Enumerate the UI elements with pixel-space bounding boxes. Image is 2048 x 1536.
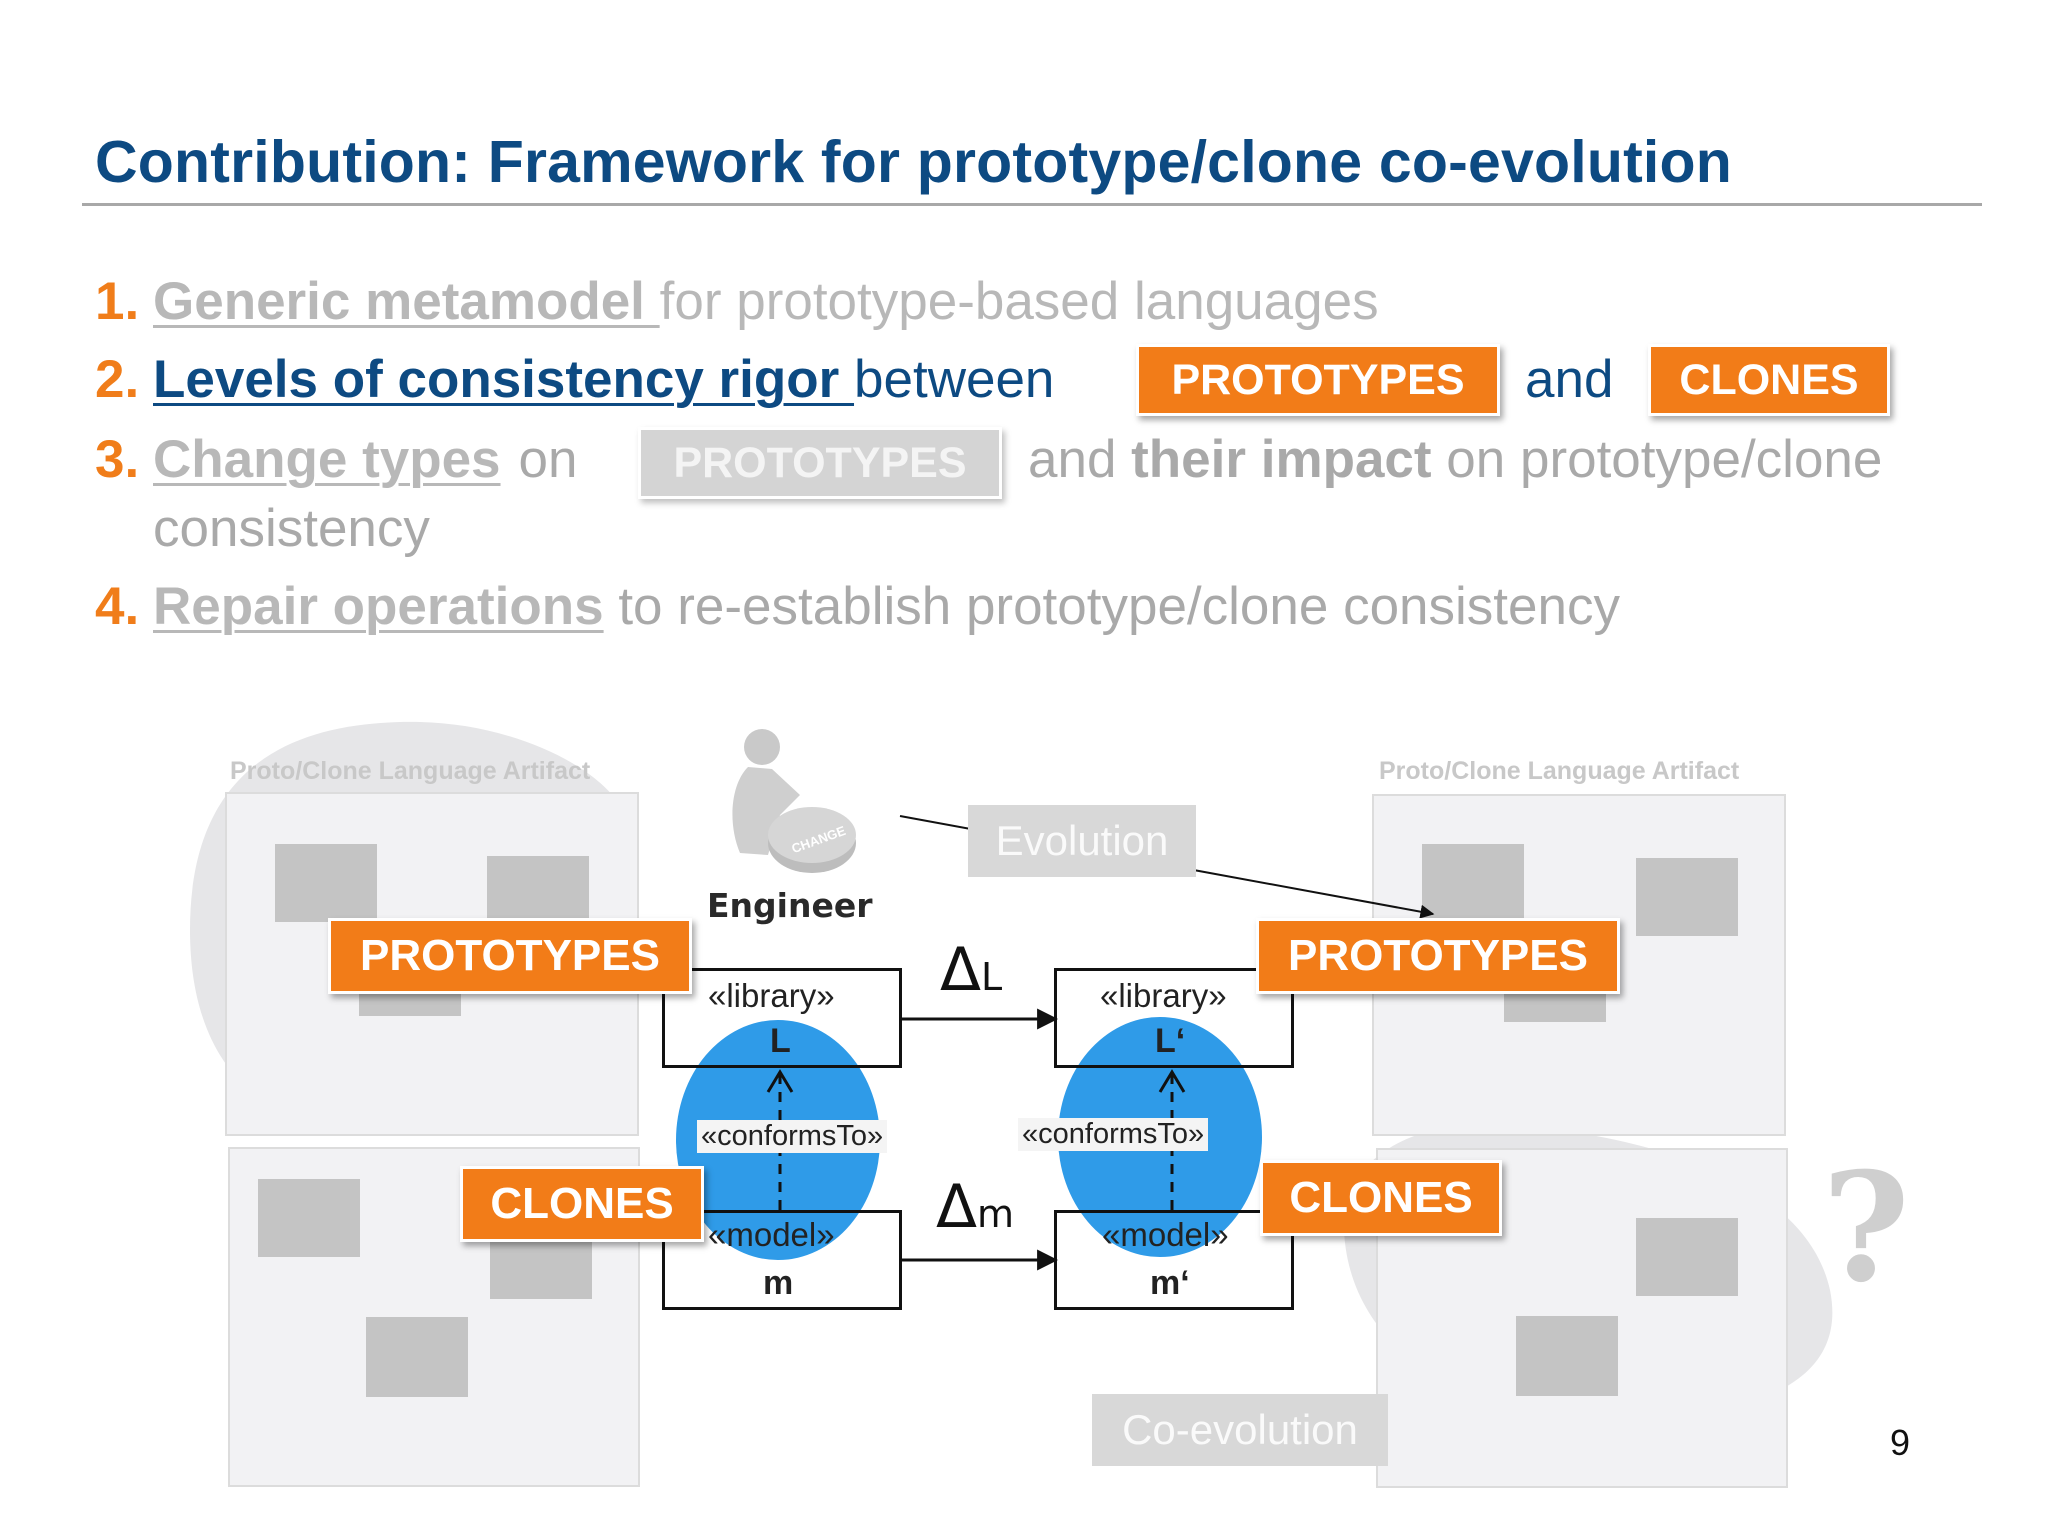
- artifact-block: [1516, 1316, 1618, 1396]
- page-number: 9: [1890, 1422, 1911, 1463]
- tag-prototypes: PROTOTYPES: [1136, 344, 1500, 416]
- diagram-tag-prototypes-right: PROTOTYPES: [1256, 918, 1620, 994]
- list-item-2: 2.Levels of consistency rigor between: [95, 349, 1054, 411]
- artifact-block: [1636, 858, 1738, 936]
- list-text: and: [1028, 430, 1132, 489]
- delta-subscript: L: [981, 955, 1003, 999]
- list-connector: and: [1525, 350, 1614, 409]
- question-mark-icon: ?: [1822, 1140, 1910, 1316]
- list-text: to re-establish prototype/clone consiste…: [603, 577, 1620, 636]
- list-keyword: Generic metamodel: [153, 272, 660, 331]
- artifact-block: [366, 1317, 468, 1397]
- page-title: Contribution: Framework for prototype/cl…: [95, 129, 1732, 195]
- artifact-block: [1422, 844, 1524, 922]
- tag-prototypes-muted: PROTOTYPES: [638, 427, 1002, 499]
- library-box-left: [662, 968, 902, 1068]
- list-item-3: 3.Change types on: [95, 429, 577, 491]
- diagram-tag-clones-left: CLONES: [460, 1166, 704, 1242]
- library-name-left: L: [770, 1022, 791, 1060]
- list-keyword: Change types: [153, 430, 501, 489]
- delta-model: Δm: [936, 1172, 1014, 1242]
- tag-clones: CLONES: [1648, 344, 1890, 416]
- model-name-right: m‘: [1150, 1264, 1190, 1302]
- model-stereotype-right: «model»: [1102, 1216, 1229, 1253]
- list-number: 1.: [95, 272, 140, 331]
- list-text-continued: and their impact on prototype/clone: [1028, 429, 1882, 491]
- model-name-left: m: [763, 1264, 794, 1302]
- list-text: for prototype-based languages: [659, 272, 1379, 331]
- list-emphasis: their impact: [1131, 430, 1432, 489]
- engineer-icon: CHANGE: [732, 729, 856, 873]
- list-number: 4.: [95, 577, 140, 636]
- artifact-block: [275, 844, 377, 922]
- artifact-label-right: Proto/Clone Language Artifact: [1379, 757, 1740, 785]
- list-text-wrap: consistency: [153, 499, 430, 558]
- list-keyword: Repair operations: [153, 577, 604, 636]
- artifact-label-left: Proto/Clone Language Artifact: [230, 757, 591, 785]
- model-box-left: [662, 1210, 902, 1310]
- artifact-block: [1504, 992, 1606, 1022]
- library-box-right: [1054, 968, 1294, 1068]
- list-text: on: [518, 430, 578, 489]
- list-item-1: 1.Generic metamodel for prototype-based …: [95, 271, 1379, 333]
- library-stereotype-right: «library»: [1100, 977, 1227, 1014]
- list-text: on prototype/clone: [1431, 430, 1883, 489]
- diagram-tag-clones-right: CLONES: [1260, 1160, 1502, 1236]
- conforms-to-label-right: «conformsTo»: [1018, 1118, 1209, 1151]
- artifact-block: [258, 1179, 360, 1257]
- engineer-label: Engineer: [707, 886, 873, 925]
- artifact-block: [1636, 1218, 1738, 1296]
- list-number: 2.: [95, 350, 140, 409]
- diagram-tag-prototypes-left: PROTOTYPES: [328, 918, 692, 994]
- library-name-right: L‘: [1155, 1022, 1186, 1060]
- library-stereotype-left: «library»: [708, 977, 835, 1014]
- delta-library: ΔL: [940, 935, 1002, 1005]
- list-number: 3.: [95, 430, 140, 489]
- title-divider: [82, 203, 1982, 206]
- list-keyword: Levels of consistency rigor: [153, 350, 855, 409]
- model-stereotype-left: «model»: [708, 1216, 835, 1253]
- list-item-4: 4.Repair operations to re-establish prot…: [95, 576, 1620, 638]
- delta-subscript: m: [977, 1192, 1015, 1236]
- delta-symbol: Δ: [936, 1172, 978, 1242]
- model-box-right: [1054, 1210, 1294, 1310]
- coevolution-label: Co-evolution: [1092, 1394, 1388, 1466]
- list-text: between: [854, 350, 1055, 409]
- delta-symbol: Δ: [940, 935, 982, 1005]
- evolution-label: Evolution: [968, 805, 1196, 877]
- conforms-to-label-left: «conformsTo»: [697, 1120, 888, 1153]
